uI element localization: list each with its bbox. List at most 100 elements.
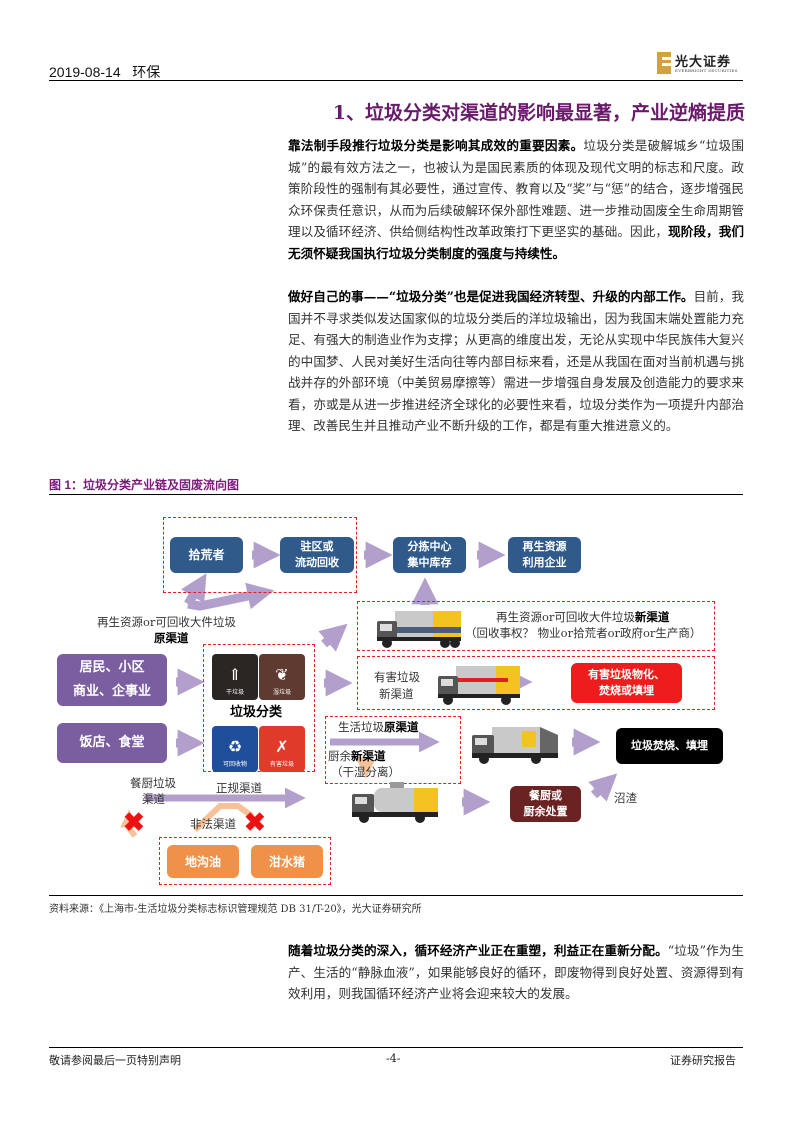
informal-recycle-region (163, 517, 357, 593)
figure-title: 图 1：垃圾分类产业链及固废流向图 (49, 478, 240, 492)
p3-body: “垃圾”作为生产、生活的“静脉血液”，如果能够良好的循环，即废物得到良好处置、资… (288, 943, 744, 1001)
node-recycler: 再生资源利用企业 (508, 537, 581, 573)
node-station-l2: 流动回收 (295, 556, 339, 569)
node-sorting-l1: 分拣中心 (407, 540, 452, 553)
label-dry-wet-separation: （干湿分离） (331, 765, 400, 779)
everbright-logo: 光大证券 EVERBRIGHT SECURITIES (657, 52, 745, 76)
bin-food-label: 湿垃圾 (272, 689, 291, 696)
label-kitchen-new-a: 厨余 (328, 749, 351, 763)
label-new-recycle-1: 再生资源or可回收大件垃圾新渠道 (496, 609, 669, 625)
node-hazard-l1: 有害垃圾物化、 (588, 668, 665, 681)
blocked-x-icon-1: ✖ (123, 808, 145, 838)
p1-conclusion: 现阶段，我们无须怀疑我国执行垃圾分类制度的强度与持续性。 (288, 224, 745, 261)
hazardous-truck-icon (438, 666, 520, 705)
label-hazard-channel-2: 新渠道 (379, 687, 414, 701)
node-swill-pig-label: 泔水猪 (268, 854, 305, 869)
node-sorting-center: 分拣中心集中库存 (393, 537, 466, 573)
node-scavenger: 拾荒者 (170, 537, 243, 573)
paragraph-3: 随着垃圾分类的深入，循环经济产业正在重塑，利益正在重新分配。“垃圾”作为生产、生… (288, 940, 744, 1005)
node-station: 驻区或流动回收 (280, 537, 354, 573)
p3-lead: 随着垃圾分类的深入，循环经济产业正在重塑，利益正在重新分配。 (288, 943, 668, 958)
paragraph-1: 靠法制手段推行垃圾分类是影响其成效的重要因素。垃圾分类是破解城乡“垃圾围城”的最… (288, 135, 744, 264)
recycle-icon: ♻ (227, 737, 243, 756)
header-date-sector: 2019-08-14 环保 (49, 62, 160, 82)
flow-diagram: 拾荒者 驻区或流动回收 分拣中心集中库存 再生资源利用企业 再生资源or可回收大… (57, 517, 723, 885)
header-divider (49, 80, 743, 81)
hazardous-icon: ✗ (275, 737, 289, 756)
label-old-recycle-channel: 再生资源or可回收大件垃圾 (97, 614, 236, 630)
bin-hazardous-label: 有害垃圾 (269, 761, 294, 768)
blocked-x-icon-2: ✖ (244, 808, 266, 838)
food-waste-icon: ❦ (275, 665, 289, 684)
figure-source: 资料来源：《上海市-生活垃圾分类标志标识管理规范 DB 31/T-20》，光大证… (49, 904, 422, 915)
p1-body: 垃圾分类是破解城乡“垃圾围城”的最有效方法之一，也被认为是国民素质的体现及现代文… (288, 138, 744, 239)
label-kitchen-new-b: 新渠道 (351, 749, 386, 763)
node-residents-l1: 居民、小区 (79, 660, 145, 675)
label-old-recycle-1: 再生资源or可回收大件垃圾 (97, 615, 236, 629)
node-swill-pig: 泔水猪 (251, 845, 323, 878)
node-kitchen-disposal: 餐厨或厨余处置 (510, 786, 581, 822)
node-incineration: 垃圾焚烧、填埋 (616, 728, 723, 764)
node-scavenger-label: 拾荒者 (188, 548, 225, 562)
label-food-channel-2: 渠道 (142, 792, 165, 806)
bin-residual-label: 干垃圾 (225, 689, 244, 696)
label-household-a: 生活垃圾 (338, 720, 384, 734)
report-date: 2019-08-14 (49, 64, 121, 80)
node-residents-l2: 商业、企事业 (72, 684, 151, 699)
node-kitchen-l1: 餐厨或 (529, 789, 562, 802)
label-new-recycle-1b: 新渠道 (634, 610, 670, 624)
figure-top-rule (49, 494, 743, 495)
p2-lead: 做好自己的事——“垃圾分类”也是促进我国经济转型、升级的内部工作。 (288, 289, 694, 304)
node-gutter-oil-label: 地沟油 (184, 854, 221, 869)
label-illegal-channel: 非法渠道 (190, 817, 236, 831)
paragraph-2: 做好自己的事——“垃圾分类”也是促进我国经济转型、升级的内部工作。目前，我国并不… (288, 286, 744, 437)
node-station-l1: 驻区或 (300, 540, 334, 553)
report-sector: 环保 (132, 64, 161, 80)
illegal-outputs-region (159, 837, 331, 885)
hazardous-channel-region (357, 656, 715, 710)
sorting-bins-region (203, 644, 315, 772)
kitchen-waste-truck-icon (352, 782, 438, 823)
page-number: -4- (386, 1052, 401, 1065)
label-waste-sorting: 垃圾分类 (230, 705, 283, 720)
section-title: 1、垃圾分类对渠道的影响最显著，产业逆熵提质 (332, 102, 745, 124)
compactor-truck-icon (472, 727, 558, 764)
logo-cn-text: 光大证券 (675, 55, 732, 70)
label-new-recycle-2: （回收事权？ 物业or拾荒者or政府or生产商） (465, 626, 702, 640)
node-residents: 居民、小区商业、企事业 (57, 654, 167, 706)
p1-lead: 靠法制手段推行垃圾分类是影响其成效的重要因素。 (288, 138, 584, 153)
node-restaurants-label: 饭店、食堂 (79, 735, 145, 750)
label-kitchen-new: 厨余新渠道 (328, 748, 386, 764)
footer-disclaimer: 敬请参阅最后一页特别声明 (49, 1054, 181, 1067)
node-sorting-l2: 集中库存 (407, 556, 452, 569)
node-restaurants: 饭店、食堂 (57, 723, 167, 763)
footer-report-type: 证券研究报告 (670, 1054, 736, 1067)
node-recycler-l2: 利用企业 (522, 556, 567, 569)
label-formal-channel: 正规渠道 (216, 781, 262, 795)
label-household-b: 原渠道 (384, 720, 419, 734)
node-hazard-disposal: 有害垃圾物化、焚烧或填埋 (571, 663, 682, 703)
figure-bottom-rule (49, 895, 743, 896)
logo-en-text: EVERBRIGHT SECURITIES (675, 68, 738, 73)
flow-arrows (120, 541, 618, 838)
node-gutter-oil: 地沟油 (167, 845, 239, 878)
bin-recyclable: ♻ 可回收物 (212, 726, 258, 772)
bin-hazardous: ✗ 有害垃圾 (259, 726, 305, 772)
label-household-old: 生活垃圾原渠道 (338, 719, 419, 735)
new-recycle-region (357, 601, 715, 651)
node-hazard-l2: 焚烧或填埋 (599, 684, 654, 697)
node-incineration-label: 垃圾焚烧、填埋 (631, 739, 708, 752)
bin-food-waste: ❦ 湿垃圾 (259, 654, 305, 700)
bin-residual-waste: ⇑ 干垃圾 (212, 654, 258, 700)
label-new-recycle-1a: 再生资源or可回收大件垃圾 (496, 610, 635, 624)
node-recycler-l1: 再生资源 (522, 540, 567, 553)
label-food-channel-1: 餐厨垃圾 (130, 776, 176, 790)
bin-recyclable-label: 可回收物 (222, 761, 247, 768)
p2-body: 目前，我国并不寻求类似发达国家似的垃圾分类后的洋垃圾输出，因为我国末端处置能力充… (288, 289, 745, 433)
recycling-truck-icon (377, 611, 461, 648)
footer-divider (49, 1047, 743, 1048)
label-old-channel: 原渠道 (154, 631, 189, 645)
label-biogas-residue: 沼渣 (614, 791, 637, 805)
residual-waste-icon: ⇑ (228, 665, 242, 684)
node-kitchen-l2: 厨余处置 (523, 805, 568, 818)
